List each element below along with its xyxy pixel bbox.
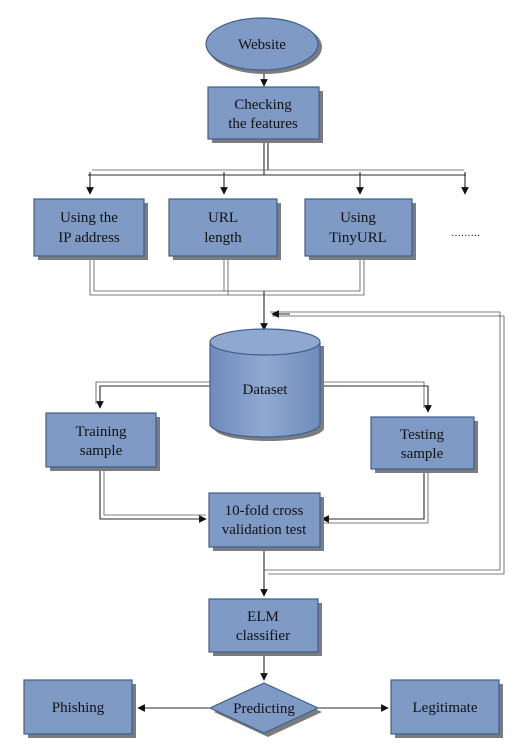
elm-label-line2: classifier — [236, 628, 290, 644]
phishing-label: Phishing — [52, 700, 105, 716]
predicting-label: Predicting — [233, 701, 295, 717]
url-length-node: URL length — [168, 198, 281, 260]
crossval-label-line1: 10-fold cross — [225, 503, 304, 519]
testing-label-line1: Testing — [400, 427, 444, 443]
legitimate-node: Legitimate — [390, 679, 503, 738]
url-length-label-line2: length — [204, 230, 242, 246]
testing-label-line2: sample — [401, 446, 444, 462]
elm-classifier-node: ELM classifier — [208, 598, 322, 656]
website-node: Website — [205, 17, 322, 74]
dataset-node: Dataset — [209, 328, 324, 441]
training-sample-node: Training sample — [45, 412, 160, 471]
url-length-label-line1: URL — [208, 210, 238, 226]
dataset-label: Dataset — [243, 382, 289, 398]
tinyurl-node: Using TinyURL — [304, 198, 416, 260]
cross-validation-node: 10-fold cross validation test — [208, 492, 324, 551]
phishing-node: Phishing — [23, 679, 136, 738]
checking-label-line1: Checking — [234, 97, 292, 113]
merge-from-using-ip-2 — [93, 258, 264, 292]
legitimate-label: Legitimate — [413, 700, 478, 716]
arrow-training-crossval — [99, 466, 207, 523]
using-ip-label-line2: IP address — [58, 230, 120, 246]
using-ip-label-line1: Using the — [60, 210, 118, 226]
tinyurl-label-line2: TinyURL — [329, 230, 387, 246]
training-label-line1: Training — [75, 424, 127, 440]
checking-features-node: Checking the features — [207, 86, 323, 143]
feedback-loop-inner — [268, 315, 505, 575]
merge-from-tinyurl-2 — [264, 258, 365, 296]
checking-label-line2: the features — [228, 116, 298, 132]
arrow-dataset-training — [96, 385, 210, 409]
line-dataset-training-2 — [95, 381, 210, 404]
training-label-line2: sample — [80, 443, 123, 459]
arrow-testing-crossval — [321, 470, 425, 523]
predicting-node: Predicting — [208, 682, 322, 737]
connectors — [86, 70, 505, 712]
elm-label-line1: ELM — [247, 609, 279, 625]
line-testing-crossval-2 — [322, 470, 429, 524]
using-ip-node: Using the IP address — [33, 198, 148, 260]
testing-sample-node: Testing sample — [370, 416, 478, 473]
line-dataset-testing-2 — [318, 381, 425, 408]
website-label: Website — [238, 37, 286, 53]
line-training-crossval-2 — [103, 466, 206, 516]
tinyurl-label-line1: Using — [340, 210, 376, 226]
arrow-dataset-testing — [318, 385, 432, 413]
more-features-ellipsis: ......... — [451, 227, 480, 239]
feedback-loop-outer — [264, 311, 501, 571]
merge-from-using-ip — [89, 258, 264, 296]
merge-from-tinyurl — [264, 258, 361, 292]
crossval-label-line2: validation test — [222, 522, 307, 538]
